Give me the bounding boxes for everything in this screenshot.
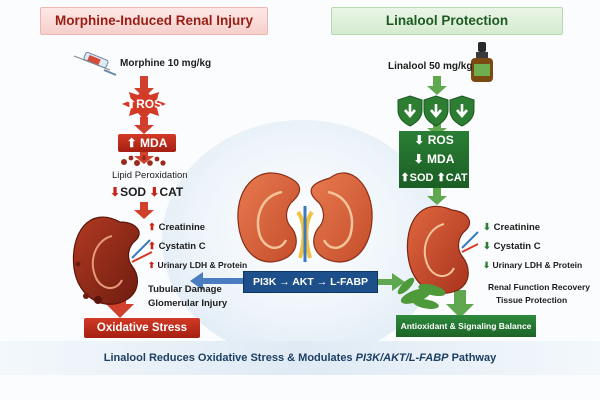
- pathway-left-arrow: [190, 272, 243, 290]
- tubular-damage-label: Tubular Damage: [148, 284, 222, 295]
- oxidative-stress-box: Oxidative Stress: [84, 318, 200, 338]
- down-arrow-icon: ⬇: [483, 241, 491, 252]
- right-marker-ldh: ⬇ Urinary LDH & Protein: [483, 260, 583, 270]
- dropper-bottle-icon: [471, 42, 493, 82]
- down-arrow-icon: ⬇: [414, 133, 425, 147]
- left-sod-cat: ⬇SOD ⬇CAT: [110, 185, 184, 199]
- down-arrow-icon: ⬇: [110, 185, 121, 199]
- right-ros: ⬇ ROS: [414, 133, 454, 147]
- shield-icons: [397, 95, 475, 127]
- left-marker-creatinine: ⬆ Creatinine: [148, 222, 206, 233]
- right-marker-cystatin: ⬇ Cystatin C: [483, 241, 541, 252]
- syringe-icon: [73, 51, 117, 76]
- footer-text: Linalool Reduces Oxidative Stress & Modu…: [103, 352, 356, 364]
- damaged-kidney-icon: [72, 216, 153, 305]
- antioxidant-balance-box: Antioxidant & Signaling Balance: [396, 315, 536, 337]
- morphine-dose-label: Morphine 10 mg/kg: [120, 58, 212, 69]
- renal-recovery-label: Renal Function Recovery: [488, 282, 591, 292]
- down-arrow-icon: ⬇: [483, 222, 491, 233]
- footer-banner: Linalool Reduces Oxidative Stress & Modu…: [0, 341, 600, 375]
- left-mda-box: ⬆ MDA: [118, 134, 176, 152]
- right-marker-creatinine: ⬇ Creatinine: [483, 222, 541, 233]
- lipid-peroxidation-label: Lipid Peroxidation: [112, 170, 188, 181]
- up-arrow-icon: ⬆: [400, 172, 410, 184]
- right-sod-cat: ⬆SOD ⬆CAT: [400, 172, 468, 184]
- lipid-droplets-icon: [121, 155, 166, 166]
- left-ros-label: ⬆ROS: [126, 97, 163, 111]
- herb-leaves-icon: [397, 277, 446, 309]
- down-arrow-icon: ⬇: [483, 260, 491, 270]
- footer-suffix: Pathway: [448, 352, 497, 364]
- up-arrow-icon: ⬆: [436, 172, 446, 184]
- down-arrow-icon: ⬇: [413, 152, 424, 166]
- linalool-dose-label: Linalool 50 mg/kg: [388, 61, 473, 72]
- right-mda: ⬇ MDA: [413, 152, 455, 166]
- left-marker-cystatin: ⬆ Cystatin C: [148, 241, 206, 252]
- left-marker-ldh: ⬆ Urinary LDH & Protein: [148, 260, 248, 270]
- up-arrow-icon: ⬆: [148, 222, 156, 233]
- up-arrow-icon: ⬆: [126, 136, 137, 150]
- footer-pathway: PI3K/AKT/L-FABP: [355, 352, 449, 364]
- pathway-right-arrow: [376, 273, 405, 291]
- right-flow-arrows: [427, 76, 474, 318]
- up-arrow-icon: ⬆: [148, 260, 156, 270]
- right-panel-title: Linalool Protection: [331, 7, 563, 35]
- up-arrow-icon: ⬆: [148, 241, 156, 252]
- glomerular-injury-label: Glomerular Injury: [148, 298, 228, 309]
- pathway-box: PI3K → AKT → L-FABP: [243, 271, 378, 293]
- right-markers-box: ⬇ ROS ⬇ MDA ⬆SOD ⬆CAT: [399, 131, 469, 188]
- healthy-kidney-center-icon: [237, 172, 373, 263]
- down-arrow-icon: ⬇: [149, 185, 160, 199]
- left-panel-title: Morphine-Induced Renal Injury: [40, 7, 268, 35]
- protected-kidney-icon: [406, 205, 479, 294]
- tissue-protection-label: Tissue Protection: [496, 295, 568, 305]
- ros-burst-icon: [122, 89, 166, 120]
- up-arrow-icon: ⬆: [126, 97, 137, 111]
